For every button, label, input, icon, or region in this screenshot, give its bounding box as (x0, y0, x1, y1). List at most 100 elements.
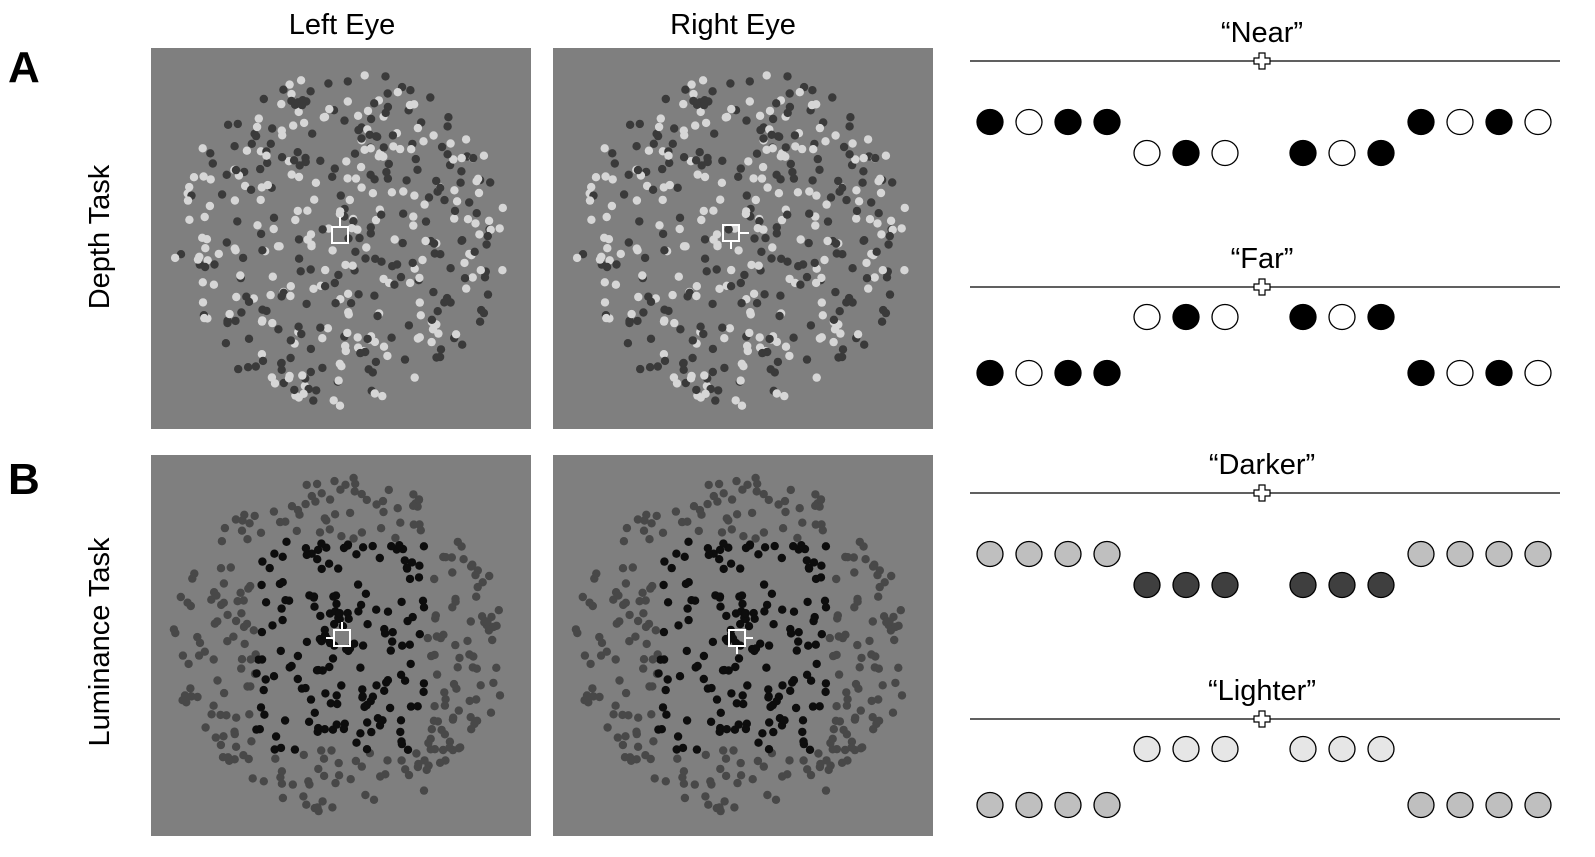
stimulus-dot (409, 221, 418, 230)
stimulus-dot (288, 780, 297, 789)
stimulus-dot (751, 534, 760, 543)
stimulus-dot (311, 178, 321, 187)
response-dot (1211, 571, 1239, 599)
stimulus-dot (362, 495, 371, 505)
stimulus-dot (301, 544, 311, 553)
stimulus-dot (298, 96, 307, 105)
stimulus-dot (438, 745, 448, 755)
stimulus-dot (222, 170, 231, 179)
stimulus-dot (736, 164, 745, 173)
stimulus-dot (232, 713, 241, 722)
stimulus-dot (466, 562, 476, 571)
stimulus-dot (700, 254, 710, 263)
stimulus-dot (294, 235, 304, 244)
stimulus-dot (330, 619, 339, 629)
stimulus-dot (720, 334, 729, 343)
stimulus-dot (867, 696, 876, 706)
stimulus-dot (434, 329, 443, 338)
stimulus-dot (231, 515, 241, 524)
stimulus-dot (754, 261, 763, 270)
stimulus-dot (682, 716, 692, 725)
stimulus-dot (236, 588, 245, 597)
stimulus-dot (624, 711, 633, 720)
response-dot (1211, 303, 1239, 331)
stimulus-dot (874, 664, 883, 673)
stimulus-dot (347, 224, 356, 233)
stimulus-dot (850, 568, 859, 577)
stimulus-dot (778, 681, 787, 690)
stimulus-dot (775, 311, 784, 321)
stimulus-dot (736, 619, 745, 629)
stimulus-dot (888, 178, 897, 187)
stimulus-dot (608, 175, 617, 184)
stimulus-dot (233, 119, 242, 129)
stimulus-dot (406, 659, 415, 669)
stimulus-dot (409, 501, 418, 510)
stimulus-dot (346, 775, 355, 784)
stimulus-dot (262, 306, 271, 316)
stimulus-dot (396, 727, 405, 737)
stimulus-dot (673, 183, 682, 192)
stimulus-dot (839, 142, 849, 152)
stimulus-dot (786, 485, 795, 495)
stimulus-dot (479, 308, 489, 318)
stimulus-dot (287, 502, 297, 511)
stimulus-dot (239, 622, 249, 632)
stimulus-dot (371, 254, 380, 263)
stimulus-dot (649, 737, 658, 746)
stimulus-dot (843, 756, 852, 765)
stimulus-dot (834, 176, 843, 186)
stimulus-dot (382, 167, 391, 177)
stimulus-dot (829, 651, 838, 661)
stimulus-dot (447, 553, 456, 562)
stimulus-dot (826, 193, 836, 202)
stimulus-dot (829, 315, 839, 324)
stimulus-dot (344, 614, 353, 623)
stimulus-dot (758, 729, 767, 738)
stimulus-dot (356, 348, 365, 358)
stimulus-dot (494, 606, 503, 615)
stimulus-dot (269, 507, 279, 516)
stimulus-dot (852, 206, 862, 216)
response-dot (1054, 540, 1082, 568)
stimulus-dot (790, 131, 800, 140)
stimulus-dot (366, 229, 375, 238)
stimulus-dot (674, 272, 683, 281)
stimulus-dot (412, 749, 421, 758)
stimulus-dot (320, 725, 329, 734)
stimulus-dot (443, 150, 452, 159)
response-diagrams: “Near”“Far”“Darker”“Lighter” (970, 17, 1560, 819)
stimulus-dot (636, 364, 645, 374)
stimulus-dot (358, 693, 367, 702)
stimulus-dot (763, 183, 772, 192)
stimulus-dot (356, 600, 366, 610)
stimulus-dot (372, 500, 381, 509)
stimulus-dot (457, 153, 466, 163)
stimulus-dot (797, 144, 807, 154)
stimulus-dot (616, 249, 625, 259)
stimulus-dot (785, 756, 794, 765)
stimulus-dot (694, 526, 703, 536)
stimulus-dot (258, 356, 268, 366)
stimulus-dot (734, 246, 743, 255)
stimulus-dot (398, 238, 407, 248)
stimulus-dot (230, 729, 239, 739)
stimulus-dot (386, 646, 395, 655)
stimulus-dot (777, 215, 787, 225)
stimulus-dot (335, 209, 345, 219)
stimulus-dot (865, 636, 874, 646)
stimulus-dot (697, 215, 706, 225)
stimulus-dot (366, 144, 375, 153)
response-dot (1524, 359, 1552, 387)
stimulus-dot (700, 96, 709, 105)
stimulus-dot (325, 662, 334, 672)
stimulus-dot (673, 732, 683, 741)
stimulus-dot (223, 637, 232, 646)
stimulus-dot (664, 306, 673, 316)
stimulus-dot (772, 99, 781, 108)
stimulus-dot (661, 777, 670, 786)
stimulus-dot (727, 265, 736, 275)
stimulus-dot (335, 359, 344, 368)
stimulus-dot (463, 215, 473, 224)
stimulus-dot (719, 746, 728, 755)
